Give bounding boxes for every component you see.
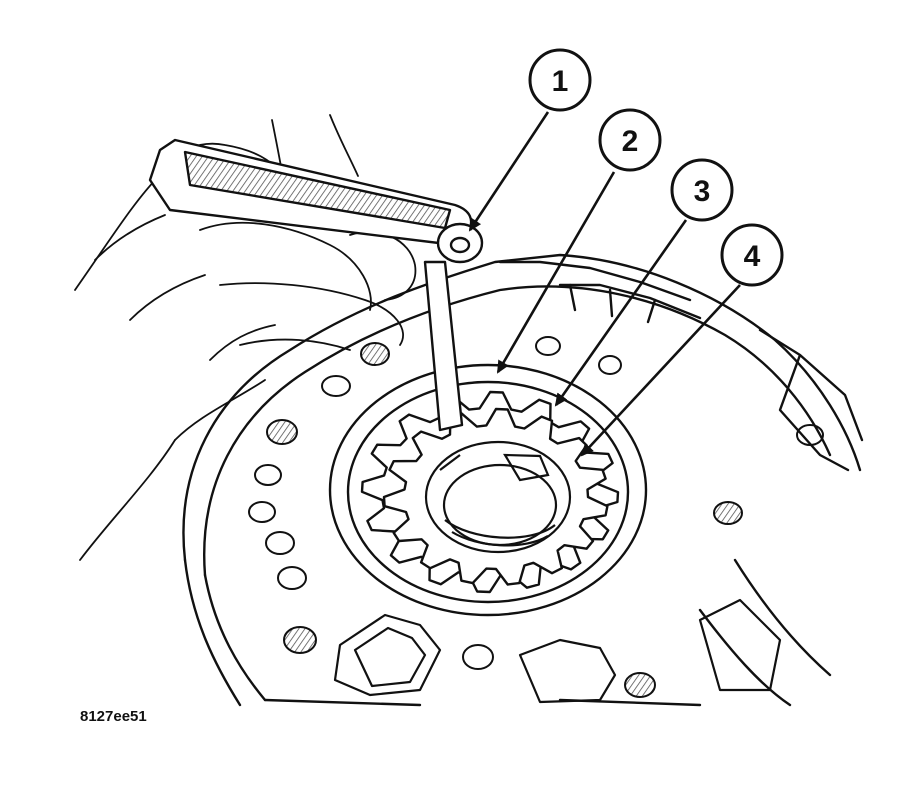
- pump-body-right-web: [698, 558, 832, 707]
- pump-ports: [333, 598, 782, 704]
- threaded-holes: [266, 342, 743, 698]
- leader-4: [580, 284, 741, 457]
- hole-4: [265, 531, 295, 555]
- threaded-hole-3: [283, 626, 317, 654]
- hole-2: [254, 464, 282, 486]
- hand-wrist-upper: [74, 174, 161, 291]
- callout-1: 1: [528, 48, 592, 112]
- callout-4: 4: [720, 223, 784, 287]
- pocket-inner-ring: [346, 380, 630, 604]
- callout-2: 2: [598, 108, 662, 172]
- figure-id-label: 8127ee51: [80, 708, 147, 725]
- hub-bore-flat: [503, 453, 550, 482]
- leader-3: [554, 219, 688, 407]
- pump-body-lower-left: [203, 573, 267, 702]
- port-slot-left: [333, 613, 442, 697]
- pump-body-lower-left-2: [183, 558, 242, 707]
- hub-bore-flat-2: [439, 454, 461, 471]
- callout-1-number: 1: [552, 65, 569, 98]
- callout-3-circle: [670, 158, 734, 222]
- gauge-blade: [423, 260, 464, 432]
- callout-1-circle: [528, 48, 592, 112]
- pump-body-top-lip: [498, 260, 702, 320]
- outer-gear: [360, 390, 620, 594]
- outer-gear-tooth-ring: [360, 390, 620, 594]
- callouts: 1 2 3 4: [528, 48, 784, 287]
- leader-1: [468, 111, 550, 232]
- pump-body-right-flange: [758, 328, 864, 472]
- hole-6: [535, 336, 561, 356]
- pump-pocket: [328, 363, 648, 617]
- hole-8: [796, 424, 824, 446]
- hand-finger-2: [219, 282, 404, 346]
- body-holes: [248, 336, 824, 670]
- hand-finger-1: [199, 221, 372, 311]
- callout-4-number: 4: [744, 240, 761, 273]
- hub-bore-step-1: [444, 519, 556, 539]
- pump-body-top-rib: [568, 283, 657, 324]
- callout-2-number: 2: [622, 125, 639, 158]
- hand-thumb: [349, 230, 417, 301]
- pump-body: [182, 253, 864, 707]
- port-slot-left-inner: [353, 626, 427, 688]
- hole-7: [462, 644, 494, 670]
- hand-knuckle-3: [329, 114, 359, 177]
- port-slot-right-inner: [698, 598, 782, 692]
- port-slot-right: [518, 638, 617, 704]
- hand-crease: [129, 274, 206, 321]
- hole-3: [248, 501, 276, 523]
- pump-body-inner-edge: [203, 285, 832, 577]
- callout-4-circle: [720, 223, 784, 287]
- threaded-hole-1: [360, 342, 390, 366]
- threaded-hole-5: [624, 672, 656, 698]
- callout-2-circle: [598, 108, 662, 172]
- inner-gear-hub: [424, 440, 572, 554]
- hand-shadow-line: [209, 324, 276, 361]
- hand-icon: [74, 114, 417, 561]
- hole-9: [598, 355, 622, 375]
- hand-finger-3: [239, 338, 351, 351]
- threaded-hole-4: [713, 501, 743, 525]
- callout-3-number: 3: [694, 175, 711, 208]
- leader-2: [496, 171, 616, 374]
- hand-lower-edge: [174, 379, 266, 441]
- hand-wrist-lower: [79, 439, 176, 561]
- callout-leaders: [468, 111, 741, 457]
- callout-3: 3: [670, 158, 734, 222]
- hub-bore-outer: [424, 440, 572, 554]
- feeler-gauge-icon: [148, 138, 484, 432]
- hand-crease-2: [94, 214, 166, 261]
- hole-5: [277, 566, 307, 590]
- pump-body-bottom-edge: [263, 698, 702, 707]
- hub-bore-step-2: [451, 531, 549, 547]
- gauge-pivot-inner: [449, 236, 471, 254]
- threaded-hole-2: [266, 419, 298, 445]
- inner-gear: [382, 407, 609, 586]
- inner-gear-tooth-ring: [382, 407, 609, 586]
- hole-1: [321, 375, 351, 397]
- pocket-outer-ring: [328, 363, 648, 617]
